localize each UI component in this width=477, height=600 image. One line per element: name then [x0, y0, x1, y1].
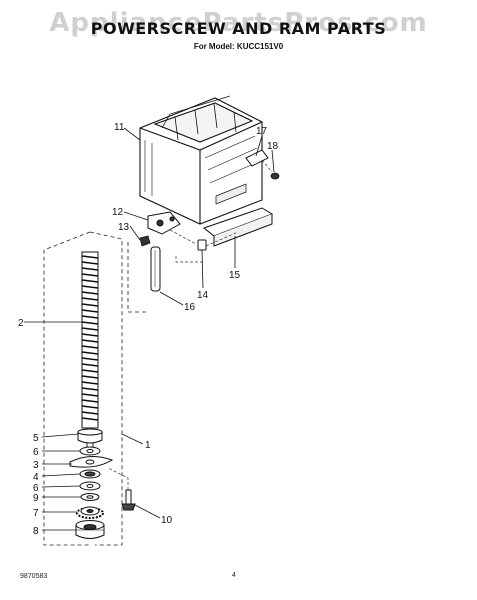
nut-13	[139, 235, 151, 247]
watermark: AppliancePartsPros.com	[49, 8, 428, 38]
diagram-title: POWERSCREW AND RAM PARTS	[90, 19, 387, 38]
callout-9: 9	[33, 493, 39, 504]
callout-12: 12	[112, 207, 124, 218]
ram-link-bracket	[147, 211, 181, 235]
callout-11: 11	[114, 122, 125, 133]
callout-6b: 6	[33, 483, 39, 494]
bearing-4	[79, 469, 101, 479]
callout-18: 18	[267, 141, 279, 152]
assembly-bracket	[43, 231, 146, 546]
screw-18	[270, 172, 280, 180]
callout-15: 15	[229, 270, 241, 281]
callout-4: 4	[33, 472, 39, 483]
gear-7	[76, 506, 104, 519]
callout-16: 16	[184, 302, 196, 313]
callout-14: 14	[197, 290, 209, 301]
callout-2: 2	[18, 318, 24, 329]
callout-3: 3	[33, 460, 39, 471]
washer-6b	[79, 481, 101, 491]
pin-14	[197, 239, 207, 251]
support-bar-15	[202, 207, 274, 247]
page-number: 4	[232, 572, 236, 579]
ram-link-rod	[150, 246, 161, 292]
bearing-5	[77, 428, 103, 444]
powerscrew	[81, 251, 99, 449]
document-number: 9870583	[20, 573, 48, 580]
callout-10: 10	[161, 515, 173, 526]
callout-labels: 11 12 13 14 15 16 17 18 2 1 5 6 3 4 6 9 …	[18, 122, 279, 537]
callout-6a: 6	[33, 447, 39, 458]
callout-leaders	[24, 127, 275, 531]
callout-7: 7	[33, 508, 39, 519]
bolt-10	[121, 489, 136, 511]
model-subtitle: For Model: KUCC151V0	[193, 42, 284, 51]
callout-5: 5	[33, 433, 39, 444]
washer-6a	[79, 446, 101, 456]
alignment-lines	[169, 159, 273, 263]
callout-17: 17	[256, 126, 268, 137]
callout-1: 1	[145, 440, 151, 451]
washer-9	[80, 493, 100, 501]
ram-box	[139, 95, 263, 225]
drive-gear-8	[75, 520, 105, 539]
callout-13: 13	[118, 222, 130, 233]
thrust-plate-3	[69, 456, 114, 468]
callout-8: 8	[33, 526, 39, 537]
